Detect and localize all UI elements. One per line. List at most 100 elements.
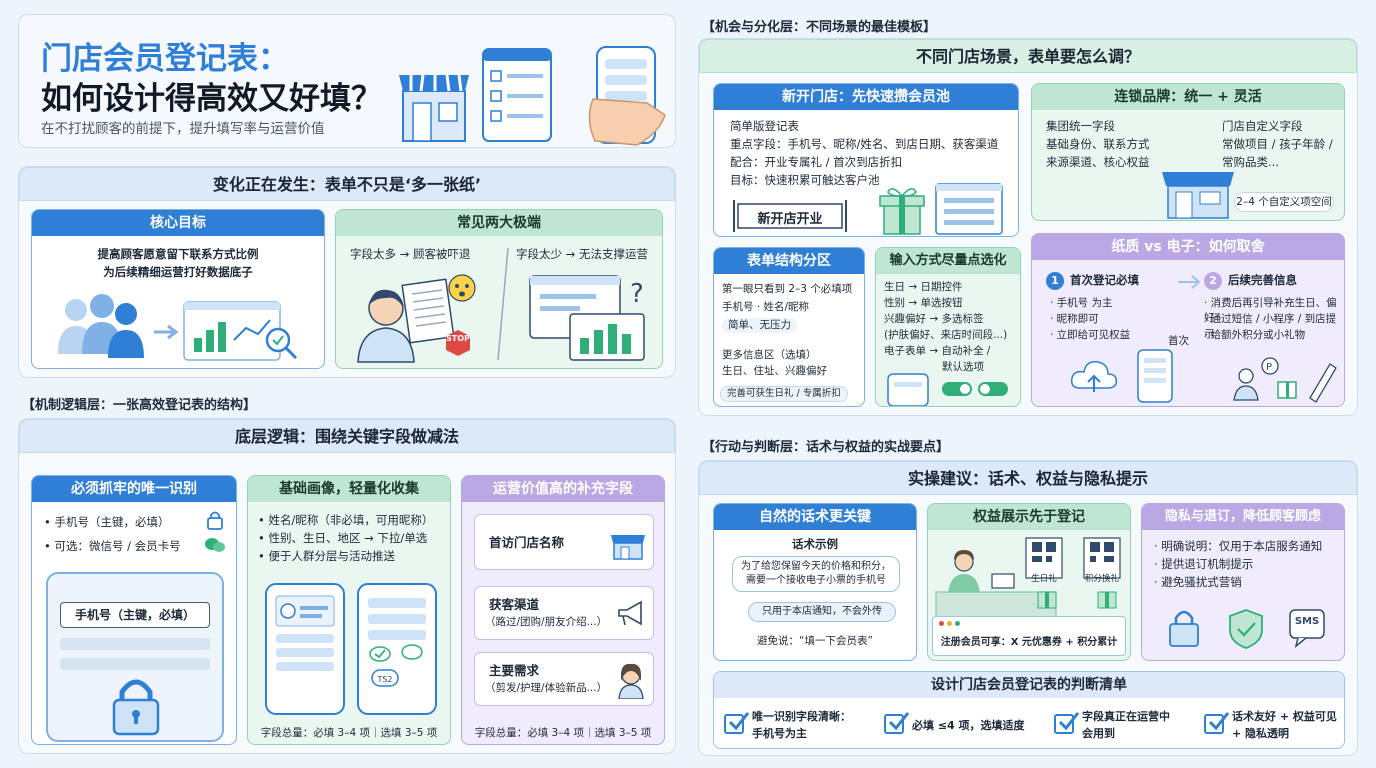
script-bubble1: 为了给您保留今天的价格和积分，需要一个接收电子小票的手机号	[732, 556, 900, 592]
chain-pill: 2–4 个自定义项空间	[1234, 192, 1334, 212]
basic-item3: • 便于人群分层与活动推送	[258, 549, 395, 563]
script-card: 自然的话术更关键 话术示例 为了给您保留今天的价格和积分，需要一个接收电子小票的…	[713, 503, 917, 661]
structure-title: 表单结构分区	[714, 248, 864, 274]
structure-l3: 简单、无压力	[722, 318, 797, 333]
input-l5: 电子表单 → 自动补全 /	[884, 345, 991, 357]
core-goal-card: 核心目标 提高顾客愿意留下联系方式比例 为后续精细运营打好数据底子	[31, 209, 325, 369]
scenes-label: 【机会与分化层：不同场景的最佳模板】	[702, 20, 937, 35]
extra-item-channel: 获客渠道 （路过/团购/朋友介绍...）	[474, 586, 654, 640]
new-store-l4: 目标：快速积累可触达客户池	[730, 173, 880, 187]
unique-id-title: 必须抓牢的唯一识别	[32, 476, 236, 502]
checkmark-icon	[728, 712, 750, 731]
phone-form-mockup: 手机号（主键，必填）	[46, 572, 224, 742]
chain-left1: 集团统一字段	[1046, 119, 1115, 133]
step2-title: 后续完善信息	[1228, 273, 1297, 287]
step1-a: · 手机号 为主	[1050, 297, 1113, 309]
input-card: 输入方式尽量点选化 生日 → 日期控件 性别 → 单选按钮 兴趣偏好 → 多选标…	[875, 247, 1021, 407]
window-dot	[947, 621, 952, 626]
svg-text:?: ?	[630, 279, 644, 309]
chain-store-icon	[1162, 172, 1234, 219]
chain-card: 连锁品牌：统一 + 灵活 集团统一字段 基础身份、联系方式 来源渠道、核心权益 …	[1031, 83, 1345, 221]
toggle-phone-icon	[887, 373, 1008, 406]
gift-and-form-icon	[879, 183, 1003, 235]
sms-label: SMS	[1294, 616, 1320, 627]
structure-l4: 更多信息区（选填）	[722, 349, 817, 361]
checklist-item3[interactable]: 字段真正在运营中 会用到	[1054, 706, 1194, 746]
paper-title: 纸质 vs 电子：如何取舍	[1032, 234, 1344, 260]
privacy-title: 隐私与退订，降低顾客顾虑	[1142, 504, 1344, 530]
new-store-card: 新开门店：先快速攒会员池 简单版登记表 重点字段：手机号、昵称/姓名、到店日期、…	[713, 83, 1019, 237]
chain-left2: 基础身份、联系方式	[1046, 137, 1150, 151]
benefit-card: 权益展示先于登记 生日礼 积分换礼 注册会员可享：X 元优惠券 + 积分累计	[927, 503, 1131, 661]
placeholder-bar	[60, 638, 210, 650]
extremes-title: 常见两大极端	[336, 210, 662, 236]
structure-l2: 手机号 · 姓名/昵称	[722, 301, 810, 313]
checklist-title: 设计门店会员登记表的判断清单	[714, 672, 1344, 698]
privacy-l1: · 明确说明：仅用于本店服务通知	[1154, 539, 1323, 553]
sparse-form-icon: ?	[529, 275, 645, 361]
basic-footer: 字段总量：必填 3–4 项｜选填 3–5 项	[260, 727, 438, 739]
stop-sign-label: STOP	[446, 334, 470, 343]
step2-b: · 通过短信 / 小程序 / 到店提示	[1204, 313, 1337, 340]
input-l2: 性别 → 单选按钮	[884, 297, 963, 309]
script-bubble2: 只用于本店通知，不会外传	[748, 602, 896, 622]
window-dot	[955, 621, 960, 626]
window-dot	[939, 621, 944, 626]
action-label: 【行动与判断层：话术与权益的实战要点】	[702, 440, 950, 455]
placeholder-bar	[60, 658, 210, 670]
mechanism-panel: 底层逻辑：围绕关键字段做减法 必须抓牢的唯一识别 • 手机号（主键，必填） • …	[18, 418, 676, 754]
script-sub: 话术示例	[792, 537, 838, 551]
step1-badge: 1	[1046, 272, 1064, 290]
unique-id-card: 必须抓牢的唯一识别 • 手机号（主键，必填） • 可选：微信号 / 会员卡号 手…	[31, 475, 237, 745]
extremes-card: 常见两大极端 字段太多 → 顾客被吓退 字段太少 → 无法支撑运营 STOP	[335, 209, 663, 369]
extra-item-need: 主要需求 （剪发/护理/体验新品...）	[474, 652, 654, 706]
opening-banner-text: 新开店开业	[757, 212, 823, 227]
step2-c: · 给额外积分或小礼物	[1204, 329, 1306, 341]
megaphone-icon	[618, 600, 642, 626]
title-line1: 门店会员登记表：	[41, 41, 289, 77]
structure-l6: 完善可获生日礼 / 专属折扣	[720, 386, 848, 402]
scenes-band: 不同门店场景，表单要怎么调？	[699, 39, 1357, 73]
mechanism-band: 底层逻辑：围绕关键字段做减法	[19, 419, 675, 453]
step2-badge: 2	[1204, 272, 1222, 290]
structure-l1: 第一眼只看到 2–3 个必填项	[722, 283, 853, 295]
new-store-title: 新开门店：先快速攒会员池	[714, 84, 1018, 110]
change-band: 变化正在发生：表单不只是‘多一张纸’	[19, 167, 675, 201]
svg-text:P: P	[1266, 362, 1272, 373]
mechanism-label: 【机制逻辑层：一张高效登记表的结构】	[22, 398, 257, 413]
store-illustration	[399, 46, 666, 146]
core-goal-line1: 提高顾客愿意留下联系方式比例	[97, 247, 259, 261]
scenes-panel: 不同门店场景，表单要怎么调？ 新开门店：先快速攒会员池 简单版登记表 重点字段：…	[698, 38, 1358, 416]
step2-a: · 消费后再引导补充生日、偏好	[1204, 297, 1337, 324]
checklist-item1[interactable]: 唯一识别字段清晰： 手机号为主	[724, 706, 874, 746]
header-panel: 门店会员登记表： 如何设计得高效又好填？ 在不打扰顾客的前提下，提升填写率与运营…	[18, 14, 676, 148]
checklist-item2[interactable]: 必填 ≤4 项，选填适度	[884, 706, 1034, 746]
extra-footer: 字段总量：必填 3–4 项｜选填 3–5 项	[474, 727, 652, 739]
step1-b: · 昵称即可	[1050, 313, 1099, 325]
chain-right3: 常购品类...	[1222, 155, 1279, 169]
input-l1: 生日 → 日期控件	[884, 281, 963, 293]
chain-title: 连锁品牌：统一 + 灵活	[1032, 84, 1344, 110]
step1-c: · 立即给可见权益	[1050, 329, 1131, 341]
checklist-card: 设计门店会员登记表的判断清单 唯一识别字段清晰： 手机号为主 必填 ≤4 项，选…	[713, 671, 1345, 749]
input-l3: 兴趣偏好 → 多选标签	[884, 313, 984, 325]
action-panel: 实操建议：话术、权益与隐私提示 自然的话术更关键 话术示例 为了给您保留今天的价…	[698, 460, 1358, 756]
padlock-icon	[112, 679, 160, 736]
step-arrow-icon	[1178, 275, 1201, 289]
overwhelmed-person-icon	[357, 274, 476, 363]
script-avoid: 避免说：“填一下会员表”	[757, 635, 873, 647]
input-l4: (护肤偏好、来店时间段...)	[884, 329, 1008, 341]
unique-id-item2: • 可选：微信号 / 会员卡号	[44, 539, 181, 553]
extra-fields-title: 运营价值高的补充字段	[462, 476, 664, 502]
new-store-l2: 重点字段：手机号、昵称/姓名、到店日期、获客渠道	[730, 137, 999, 151]
change-panel: 变化正在发生：表单不只是‘多一张纸’ 核心目标 提高顾客愿意留下联系方式比例 为…	[18, 166, 676, 378]
opening-banner-icon	[733, 200, 847, 232]
basic-tag: TS2	[377, 675, 393, 684]
basic-profile-title: 基础画像，轻量化收集	[248, 476, 450, 502]
qr1-label: 生日礼	[1031, 574, 1057, 584]
people-growth-icon	[58, 294, 298, 361]
store-icon	[611, 535, 645, 560]
paper-card: 纸质 vs 电子：如何取舍 1 首次登记必填 · 手机号 为主 · 昵称即可 ·…	[1031, 233, 1345, 407]
phone-field-input[interactable]: 手机号（主键，必填）	[60, 602, 210, 628]
checklist-item4[interactable]: 话术友好 + 权益可见 + 隐私透明	[1204, 706, 1342, 746]
